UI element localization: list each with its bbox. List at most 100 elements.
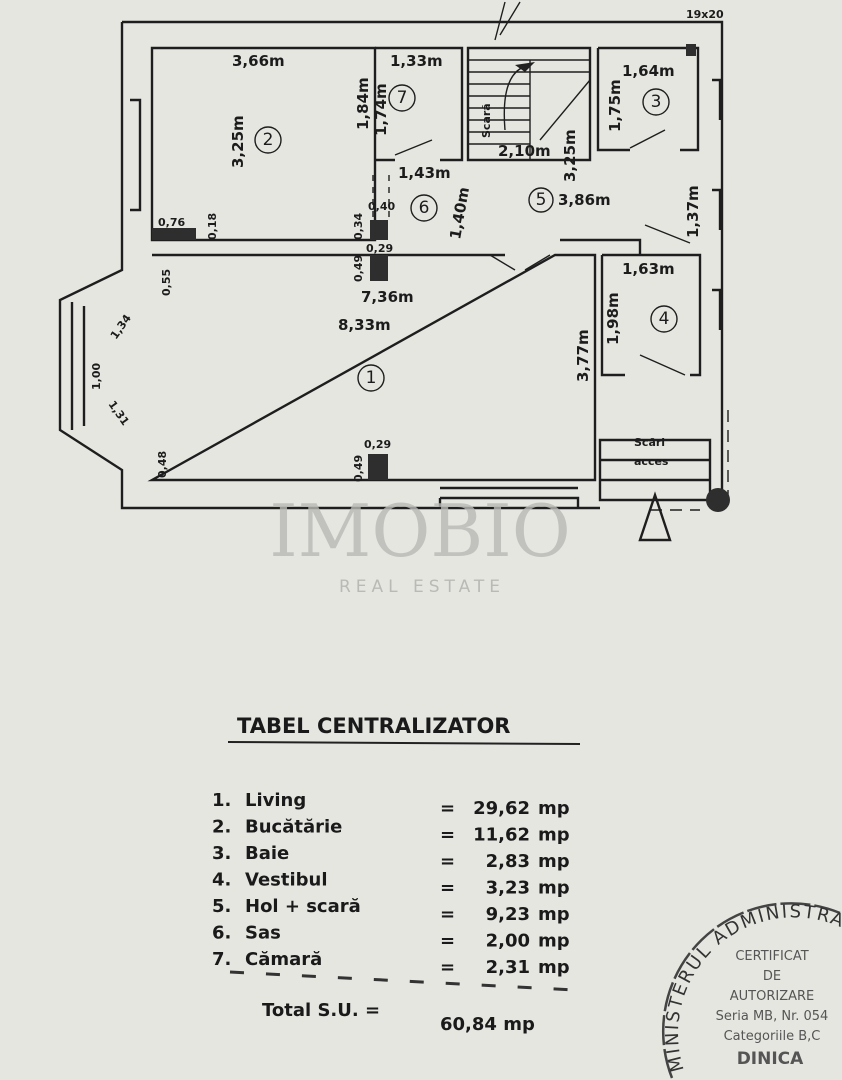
equals-sign: = xyxy=(440,851,455,872)
dim: 1,75m xyxy=(606,79,624,132)
dim: 1,63m xyxy=(622,260,675,278)
room-name: Cămară xyxy=(245,949,322,970)
dim: 0,29 xyxy=(366,242,393,255)
stamp-line: DE xyxy=(763,969,781,984)
row-number: 2. xyxy=(212,817,231,838)
dim: 1,00 xyxy=(90,363,103,390)
dim: 0,76 xyxy=(158,216,185,229)
dim: 7,36m xyxy=(361,288,414,306)
column-label: 19x20 xyxy=(686,8,724,21)
entrance-arrow-icon xyxy=(638,491,672,542)
dim: 1,34 xyxy=(108,312,134,342)
dim: 0,29 xyxy=(364,438,391,451)
dim: 3,25m xyxy=(561,129,579,182)
dimension-labels: 19x20 3,66m 3,25m 1,84m 1,33m 1,74m Scar… xyxy=(90,8,724,482)
dim: 1,31 xyxy=(106,398,132,428)
dim: 1,40m xyxy=(446,186,473,241)
area-value: 2,83 xyxy=(486,851,530,872)
area-value: 29,62 xyxy=(473,798,530,819)
dim: 1,74m xyxy=(372,83,390,136)
dim: 0,40 xyxy=(368,200,395,213)
dim: 0,18 xyxy=(206,213,219,240)
room-number: 2 xyxy=(263,130,274,150)
equals-sign: = xyxy=(440,878,455,899)
dim: 3,25m xyxy=(229,115,247,168)
title-underline xyxy=(227,741,581,745)
watermark-tagline: REAL ESTATE xyxy=(339,577,505,597)
staircase xyxy=(468,59,591,160)
area-unit: mp xyxy=(538,798,570,819)
authorization-stamp: MINISTERUL ADMINISTRA CERTIFICAT DE AUTO… xyxy=(661,901,842,1079)
equals-sign: = xyxy=(440,957,455,978)
room-numbers: 1 2 3 4 5 6 7 xyxy=(254,84,678,392)
area-unit: mp xyxy=(538,904,570,925)
dim: 1,64m xyxy=(622,62,675,80)
stamp-line: Categoriile B,C xyxy=(724,1029,821,1044)
row-number: 6. xyxy=(212,923,231,944)
dim: 1,33m xyxy=(390,52,443,70)
door-swings xyxy=(372,129,729,511)
row-number: 3. xyxy=(212,843,231,864)
dim: 3,77m xyxy=(574,329,592,382)
total-value: 60,84 mp xyxy=(440,1014,535,1035)
area-value: 3,23 xyxy=(486,878,530,899)
walls xyxy=(58,20,724,510)
dim: 3,66m xyxy=(232,52,285,70)
room-name: Bucătărie xyxy=(245,817,342,838)
row-number: 7. xyxy=(212,949,231,970)
room-name: Living xyxy=(245,790,306,811)
dim: 1,84m xyxy=(354,77,372,130)
stamp-ring xyxy=(661,902,841,1079)
dim: 1,37m xyxy=(684,185,702,238)
area-unit: mp xyxy=(538,878,570,899)
dim: 8,33m xyxy=(338,316,391,334)
stair-arrow-icon xyxy=(515,62,535,72)
stamp-line: CERTIFICAT xyxy=(735,949,808,964)
total-label: Total S.U. = xyxy=(262,1000,380,1021)
area-unit: mp xyxy=(538,957,570,978)
dim: 0,55 xyxy=(160,269,173,296)
dim: 0,34 xyxy=(352,213,365,240)
area-unit: mp xyxy=(538,825,570,846)
dim: 2,10m xyxy=(498,142,551,160)
room-name: Sas xyxy=(245,923,281,944)
access-stairs-label: acces xyxy=(634,455,669,468)
access-stairs-label: Scări xyxy=(634,436,665,449)
equals-sign: = xyxy=(440,931,455,952)
room-name: Baie xyxy=(245,843,289,864)
row-number: 5. xyxy=(212,896,231,917)
dim: 0,49 xyxy=(352,255,365,282)
row-number: 4. xyxy=(212,870,231,891)
area-unit: mp xyxy=(538,931,570,952)
area-value: 11,62 xyxy=(473,825,530,846)
north-arrow-icon xyxy=(494,1,521,41)
room-number: 1 xyxy=(366,368,377,388)
row-number: 1. xyxy=(212,790,231,811)
equals-sign: = xyxy=(440,825,455,846)
dim: 0,49 xyxy=(352,455,365,482)
dim: 3,86m xyxy=(558,191,611,209)
dim: 1,43m xyxy=(398,164,451,182)
stamp-line: Seria MB, Nr. 054 xyxy=(716,1009,829,1024)
equals-sign: = xyxy=(440,798,455,819)
room-number: 4 xyxy=(659,309,670,329)
summary-table: TABEL CENTRALIZATOR 1. Living = 29,62 mp 2. Bu… xyxy=(212,714,581,1035)
area-value: 2,31 xyxy=(486,957,530,978)
area-value: 9,23 xyxy=(486,904,530,925)
watermark-logo: IMOBIO xyxy=(269,489,571,573)
room-number: 6 xyxy=(419,198,430,218)
stamp-line: DINICA xyxy=(737,1049,804,1069)
dim: 0,48 xyxy=(156,451,169,478)
area-unit: mp xyxy=(538,851,570,872)
columns xyxy=(152,44,730,512)
room-name: Hol + scară xyxy=(245,896,361,917)
dim: 1,98m xyxy=(604,292,622,345)
room-number: 7 xyxy=(397,88,408,108)
room-number: 5 xyxy=(536,190,547,210)
room-number: 3 xyxy=(651,92,662,112)
room-name: Vestibul xyxy=(245,870,328,891)
table-title: TABEL CENTRALIZATOR xyxy=(237,714,510,738)
stairs-label: Scară xyxy=(480,103,493,138)
equals-sign: = xyxy=(440,904,455,925)
